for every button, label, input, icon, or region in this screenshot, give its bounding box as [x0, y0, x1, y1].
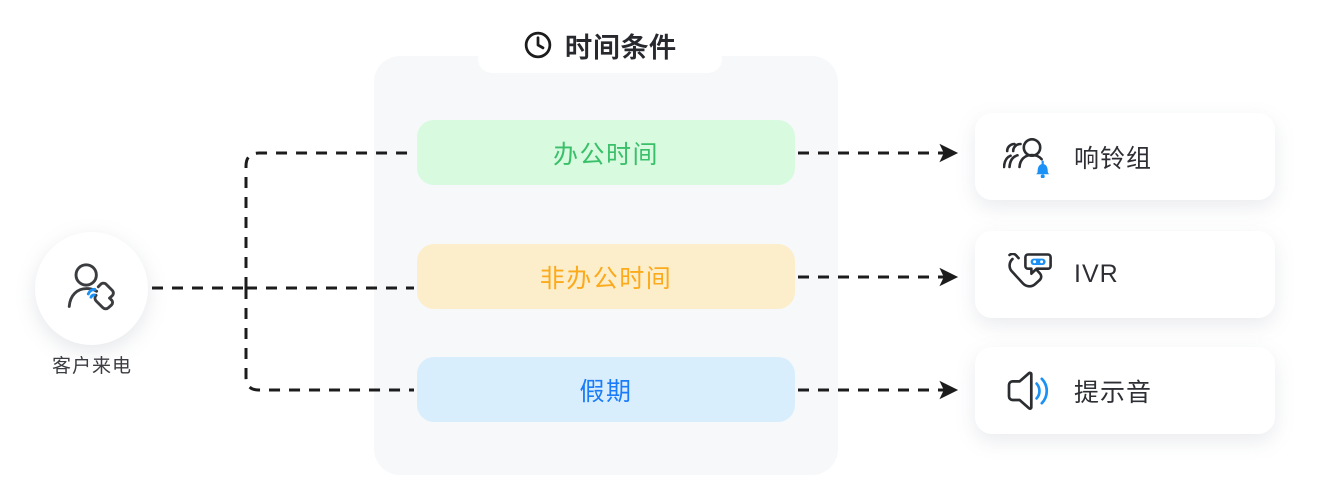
- destination-card-prompt-tone[interactable]: 提示音: [975, 347, 1275, 434]
- destination-card-label: 提示音: [1074, 378, 1153, 407]
- condition-chip-office-hours[interactable]: 办公时间: [417, 120, 795, 185]
- ivr-phone-bubble-icon: [1002, 252, 1054, 297]
- incoming-call-node[interactable]: [35, 232, 148, 345]
- speaker-icon: [1002, 369, 1054, 413]
- destination-card-label: IVR: [1074, 260, 1119, 288]
- destination-card-ring-group[interactable]: 响铃组: [975, 113, 1275, 200]
- condition-chip-holiday[interactable]: 假期: [417, 357, 795, 422]
- incoming-call-label: 客户来电: [51, 356, 132, 377]
- condition-chip-label: 办公时间: [552, 140, 659, 169]
- destination-card-ivr[interactable]: IVR: [975, 231, 1275, 318]
- condition-chip-label: 假期: [579, 377, 633, 406]
- panel-title-notch: [478, 56, 722, 73]
- destination-card-label: 响铃组: [1074, 144, 1153, 173]
- condition-chip-non-office-hours[interactable]: 非办公时间: [417, 244, 795, 309]
- clock-icon: [524, 31, 552, 59]
- panel-title-label: 时间条件: [565, 32, 677, 63]
- condition-chip-label: 非办公时间: [539, 264, 673, 293]
- user-call-icon: [67, 262, 115, 310]
- panel-title: 时间条件: [478, 22, 722, 68]
- ring-group-icon: [1002, 135, 1054, 179]
